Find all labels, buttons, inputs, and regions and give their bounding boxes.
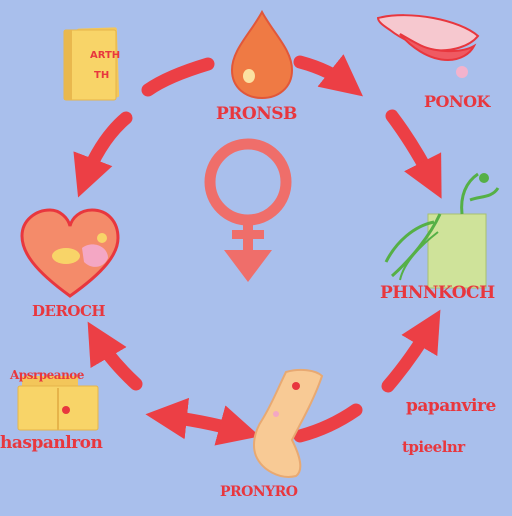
notebook-text-1: ARTH <box>90 50 120 61</box>
notebook-icon: ARTH TH <box>63 27 120 101</box>
arrow-top-right <box>293 54 363 97</box>
heart-icon <box>20 208 120 298</box>
label-left: DEROCH <box>32 302 106 320</box>
label-bottom-left-upper: Apsrpeanoe <box>10 368 84 382</box>
arrow-bottom-left <box>145 397 261 446</box>
arrow-bottom-right <box>293 403 363 443</box>
notebook-text-2: TH <box>94 70 109 81</box>
label-top-right: PONOK <box>424 92 490 111</box>
foot-icon <box>253 368 324 478</box>
arrow-left-lower <box>87 321 143 391</box>
label-bottom-right-lower: tpieelnr <box>402 438 465 456</box>
label-bottom-right-upper: papanvire <box>406 396 496 416</box>
female-symbol-icon <box>204 138 292 282</box>
label-right: PHNNKOCH <box>380 283 495 303</box>
arrow-left-down <box>73 111 133 198</box>
plant-icon <box>384 172 500 289</box>
lips-icon <box>376 14 480 78</box>
arrow-right-down <box>385 109 442 199</box>
folder-icon <box>17 376 99 431</box>
arrow-right-up <box>381 309 441 393</box>
cycle-arrows <box>73 54 442 446</box>
drop-icon <box>230 9 294 100</box>
arrow-top-left <box>141 57 215 97</box>
label-bottom-left-lower: haspanlron <box>0 433 103 453</box>
label-top: PRONSB <box>216 104 297 124</box>
label-bottom: PRONYRO <box>220 484 298 500</box>
